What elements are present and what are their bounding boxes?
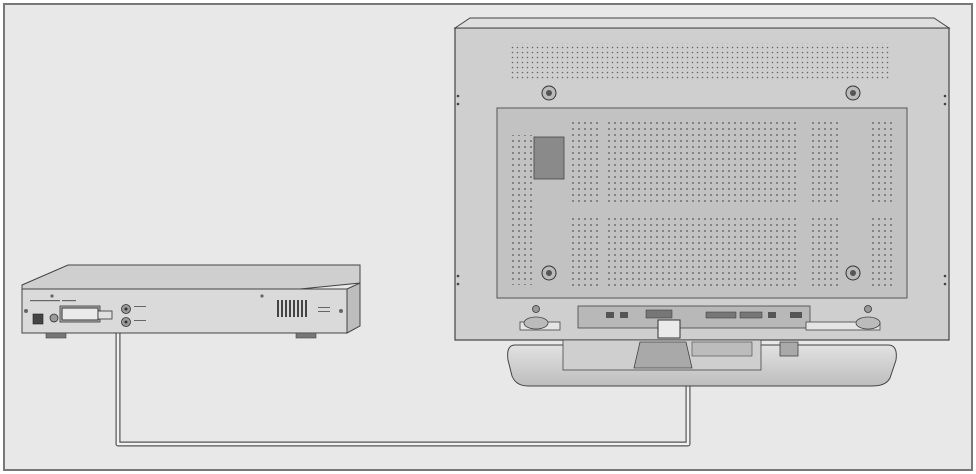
tv-scart-plug-icon	[657, 319, 681, 339]
dvd-player-rear-icon	[21, 264, 361, 339]
rating-label-icon	[533, 136, 565, 180]
mounting-screw-icon	[532, 85, 872, 313]
tv-connector-panel	[577, 305, 811, 329]
vent-grille-icon	[277, 300, 307, 317]
power-socket-icon	[32, 313, 44, 325]
flat-panel-tv-rear-icon	[453, 17, 951, 387]
